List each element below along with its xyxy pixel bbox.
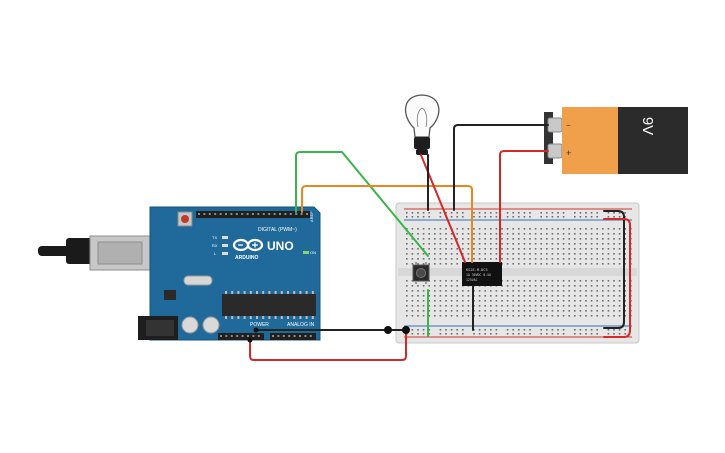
arduino-logo bbox=[232, 238, 264, 252]
wires[interactable] bbox=[247, 124, 631, 361]
on-led bbox=[303, 251, 309, 254]
battery-9v[interactable]: − + 9V bbox=[544, 107, 688, 174]
bulb-socket bbox=[414, 137, 430, 149]
reset-button-cap bbox=[181, 215, 189, 223]
board-brand-label: ARDUINO bbox=[235, 255, 258, 261]
battery-clip bbox=[544, 112, 553, 164]
battery-voltage-label: 9V bbox=[639, 117, 656, 135]
l-label: L bbox=[214, 251, 217, 256]
bulb-glass bbox=[404, 94, 440, 138]
relay-text-line1: KS2E-M-DC5 bbox=[466, 268, 488, 272]
capacitor-2 bbox=[202, 316, 220, 334]
junction-dot-4 bbox=[247, 337, 253, 343]
on-label: ON bbox=[310, 250, 316, 255]
junction-dot-3 bbox=[253, 327, 259, 333]
analog-header-label: ANALOG IN bbox=[287, 322, 315, 328]
relay-text-line3: 125VAC bbox=[466, 278, 478, 282]
digital-header-label: DIGITAL (PWM~) bbox=[258, 227, 297, 233]
pushbutton[interactable] bbox=[412, 262, 430, 284]
tx-label: TX bbox=[212, 235, 217, 240]
wire-green-signal[interactable] bbox=[295, 151, 429, 257]
breadboard[interactable] bbox=[395, 202, 640, 344]
voltage-regulator bbox=[164, 290, 176, 300]
junction-dot-1 bbox=[384, 326, 392, 334]
wire-orange-relay[interactable] bbox=[301, 185, 473, 263]
relay-text-line2: 1A 30VDC 0.5A bbox=[466, 273, 491, 277]
pushbutton-cap[interactable] bbox=[416, 268, 426, 278]
battery-terminal-minus bbox=[547, 117, 563, 133]
usb-plug bbox=[66, 238, 92, 264]
rx-label: RX bbox=[212, 243, 218, 248]
power-header bbox=[218, 333, 264, 340]
wire-red-5v[interactable] bbox=[249, 329, 407, 361]
aref-label: AREF bbox=[309, 211, 314, 222]
wire-red-rail-jumper[interactable] bbox=[603, 218, 631, 338]
atmega-chip bbox=[222, 294, 316, 316]
wire-black-rail-jumper[interactable] bbox=[603, 210, 625, 329]
battery-plus-label: + bbox=[566, 148, 571, 158]
wire-black-battery[interactable] bbox=[453, 124, 549, 211]
center-channel bbox=[398, 268, 637, 276]
battery-minus-label: − bbox=[566, 121, 571, 130]
usb-cable bbox=[38, 246, 70, 256]
relay-module[interactable]: KS2E-M-DC5 1A 30VDC 0.5A 125VAC bbox=[462, 262, 502, 286]
analog-header bbox=[270, 333, 316, 340]
junction-dot-2 bbox=[402, 326, 410, 334]
arduino-uno-board[interactable]: UNO ARDUINO DIGITAL (PWM~) POWER ANALOG … bbox=[38, 206, 321, 341]
wire-red-battery[interactable] bbox=[499, 150, 549, 263]
battery-body-orange bbox=[562, 107, 618, 174]
light-bulb[interactable] bbox=[404, 94, 440, 155]
board-model-label: UNO bbox=[267, 239, 294, 253]
crystal-oscillator bbox=[183, 275, 213, 286]
power-header-label: POWER bbox=[250, 322, 269, 328]
capacitor-1 bbox=[181, 316, 199, 334]
battery-terminal-plus bbox=[547, 143, 563, 159]
battery-body-black bbox=[618, 107, 688, 174]
